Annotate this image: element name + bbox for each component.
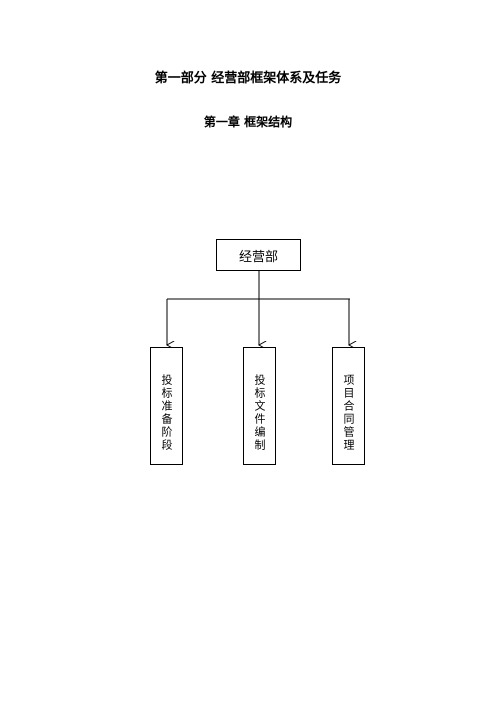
org-child-label-3: 项目合同管理 bbox=[342, 374, 355, 452]
org-root-box: 经营部 bbox=[216, 239, 301, 271]
org-child-label-1: 投标准备阶段 bbox=[160, 374, 173, 452]
org-root-label: 经营部 bbox=[238, 249, 278, 265]
part-title: 第一部分 经营部框架体系及任务 bbox=[154, 71, 342, 86]
org-child-box-1: 投标准备阶段 bbox=[150, 347, 183, 465]
org-child-box-3: 项目合同管理 bbox=[332, 347, 365, 465]
org-child-label-2: 投标文件编制 bbox=[253, 374, 266, 452]
org-child-box-2: 投标文件编制 bbox=[243, 347, 276, 465]
chapter-title: 第一章 框架结构 bbox=[203, 115, 293, 129]
